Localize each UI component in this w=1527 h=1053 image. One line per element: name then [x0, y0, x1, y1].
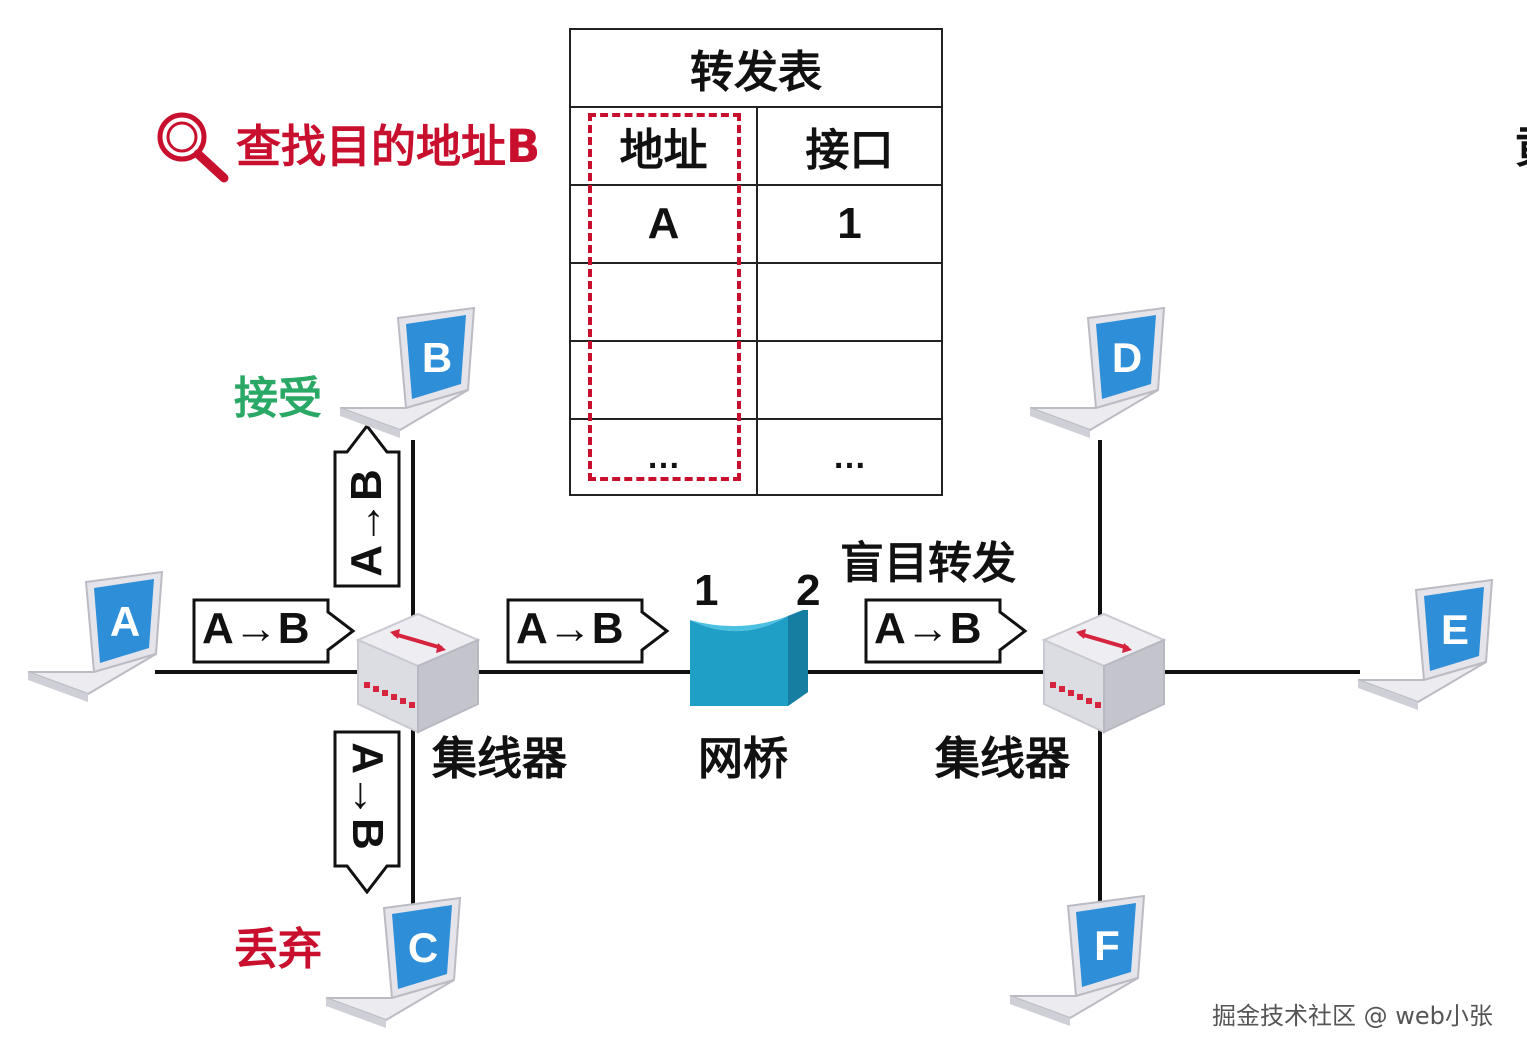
port-1-label: 1 — [694, 566, 719, 615]
accept-label: 接受 — [234, 373, 322, 424]
cell-address — [571, 342, 758, 418]
table-row — [571, 342, 941, 420]
laptop-e-icon: E — [1357, 578, 1494, 710]
frame-label: A→B — [874, 604, 982, 653]
hub-left-icon — [355, 612, 481, 734]
header-interface: 接口 — [805, 125, 894, 176]
table-title: 转发表 — [690, 47, 822, 98]
laptop-b-icon: B — [339, 306, 476, 438]
header-address: 地址 — [571, 108, 758, 184]
frame-label: A→B — [343, 742, 392, 850]
hub-right-label: 集线器 — [935, 732, 1071, 785]
bridge-label: 网桥 — [698, 732, 789, 785]
laptop-c-icon: C — [325, 896, 462, 1028]
laptop-a-icon: A — [27, 570, 164, 702]
bridge-icon — [690, 610, 808, 706]
frame-arrow-hub-to-bridge: A→B — [506, 598, 670, 664]
frame-arrow-a-to-hub: A→B — [192, 598, 356, 664]
table-row: … … — [571, 420, 941, 494]
frame-arrow-bridge-to-hub: A→B — [864, 598, 1028, 664]
frame-arrow-hub-to-b: A→B — [333, 423, 401, 588]
table-row — [571, 264, 941, 342]
watermark: 掘金技术社区 @ web小张 — [1212, 1002, 1493, 1030]
address-column-highlight — [588, 113, 741, 481]
port-2-label: 2 — [796, 566, 821, 615]
frame-label: A→B — [342, 469, 391, 577]
forwarding-table: 转发表 地址 接口 A 1 … … — [569, 28, 943, 496]
lookup-text: 查找目的地址B — [236, 120, 541, 173]
edge-glyph: 黄 — [1515, 110, 1527, 175]
laptop-f-icon: F — [1009, 894, 1146, 1026]
laptop-letter: A — [110, 598, 140, 645]
cell-interface: … — [832, 437, 867, 476]
table-title-row: 转发表 — [571, 30, 941, 108]
laptop-letter: D — [1112, 334, 1142, 381]
cell-address: A — [571, 186, 758, 262]
laptop-letter: F — [1094, 922, 1120, 969]
hub-left-label: 集线器 — [432, 732, 568, 785]
laptop-letter: E — [1441, 606, 1469, 653]
cell-interface — [758, 342, 941, 418]
hub-right-icon — [1041, 612, 1167, 734]
laptop-d-icon: D — [1029, 306, 1166, 438]
discard-label: 丢弃 — [234, 924, 322, 975]
table-header-row: 地址 接口 — [571, 108, 941, 186]
cell-interface — [758, 264, 941, 340]
cell-address: … — [571, 420, 758, 494]
cell-interface: 1 — [837, 199, 862, 248]
table-row: A 1 — [571, 186, 941, 264]
frame-label: A→B — [202, 604, 310, 653]
frame-arrow-hub-to-c: A→B — [333, 730, 401, 895]
magnifier-icon — [157, 112, 229, 183]
cell-address — [571, 264, 758, 340]
blind-forward-label: 盲目转发 — [840, 538, 1016, 589]
laptop-letter: C — [408, 924, 438, 971]
frame-label: A→B — [516, 604, 624, 653]
laptop-letter: B — [422, 334, 452, 381]
